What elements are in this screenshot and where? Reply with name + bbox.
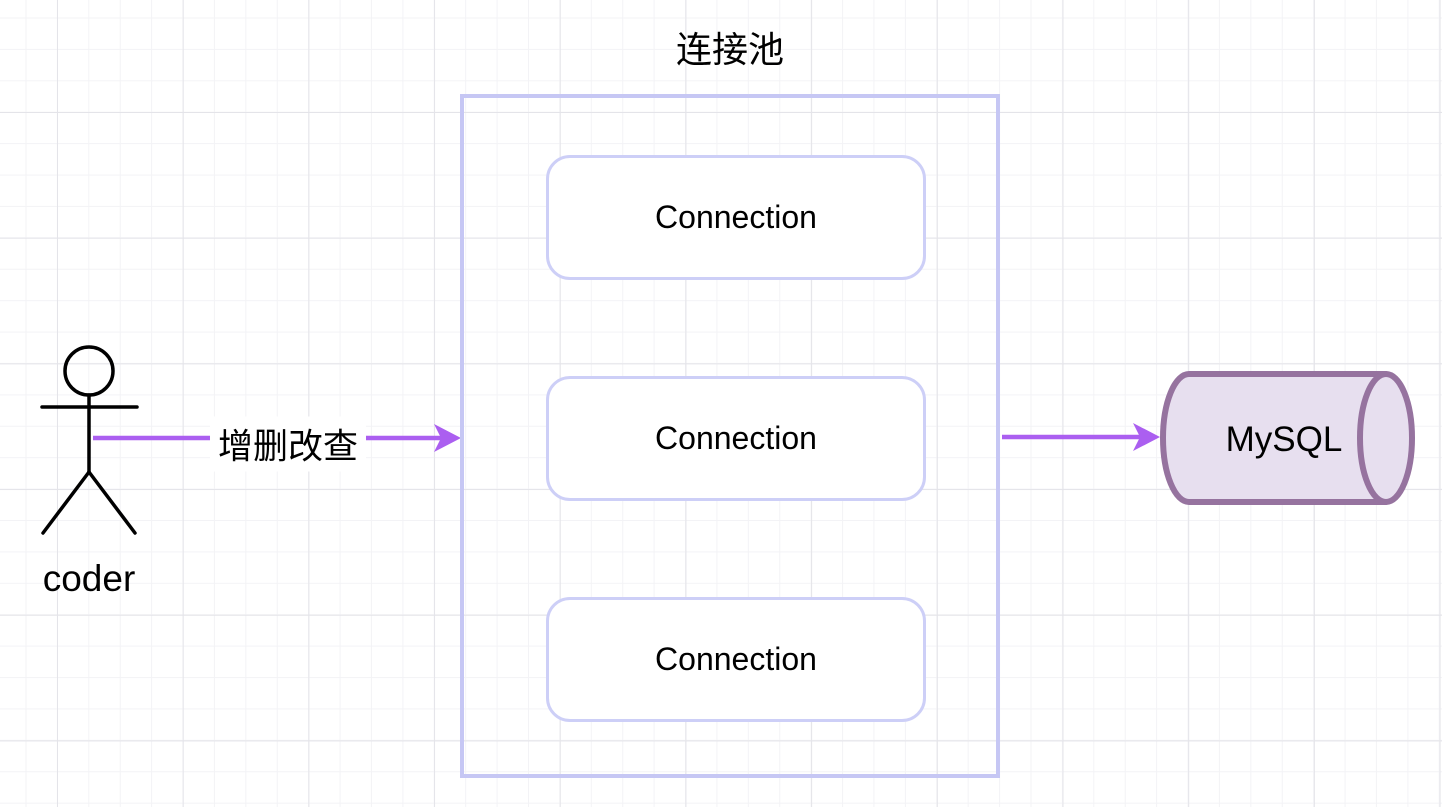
pool-to-db-arrow: [1002, 423, 1160, 451]
crud-arrowhead-icon: [434, 424, 461, 452]
connection-node-2: Connection: [546, 376, 926, 501]
database-label: MySQL: [1225, 420, 1343, 459]
stick-figure-icon: [40, 345, 139, 535]
connection-node-3: Connection: [546, 597, 926, 722]
pool-to-db-arrowhead-icon: [1133, 423, 1160, 451]
actor-label: coder: [42, 558, 136, 599]
connection-pool-container: [460, 94, 1000, 778]
crud-arrow-label: 增删改查: [209, 416, 367, 472]
connection-node-1: Connection: [546, 155, 926, 280]
pool-title: 连接池: [675, 29, 784, 70]
